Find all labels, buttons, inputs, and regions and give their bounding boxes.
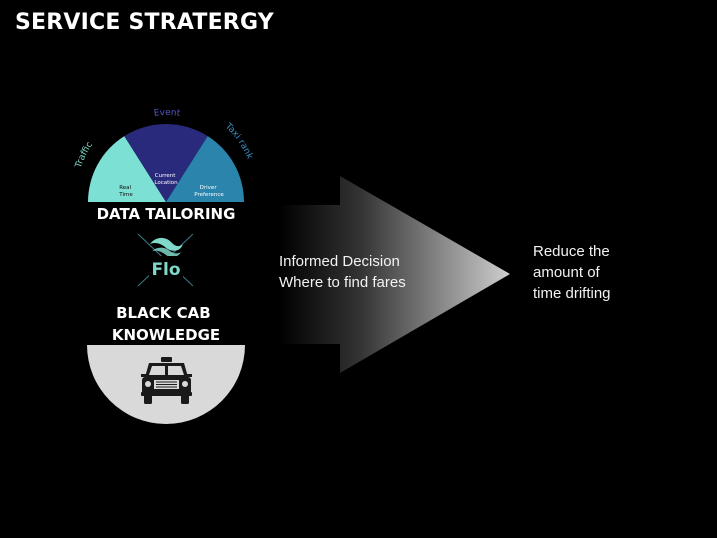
arc-label-traffic-path: Traffic: [74, 140, 95, 170]
decision-line-1: Informed Decision: [279, 253, 400, 270]
arc-label-event-path: Event: [153, 108, 181, 119]
outcome-line-1: Reduce the: [533, 243, 610, 260]
gauge-label-driver-preference-line2: Preference: [194, 192, 224, 198]
data-tailoring-caption: DATA TAILORING: [97, 205, 236, 223]
gauge-segment-driver-preference: [166, 136, 244, 202]
decision-arrow: [279, 176, 510, 373]
outcome-line-3: time drifting: [533, 285, 611, 302]
outcome-text: Reduce the amount of time drifting: [533, 241, 653, 304]
gauge-label-driver-preference-line1: Driver: [200, 185, 218, 191]
arc-label-event: Event: [153, 108, 181, 119]
gauge-segment-real-time: [88, 136, 166, 202]
gauge-label-driver-preference: Driver Preference: [194, 185, 224, 198]
data-tailoring-gauge: Real Time Current Location Driver Prefer…: [74, 108, 255, 223]
gauge-label-current-location: Current Location: [154, 173, 178, 186]
page-title: SERVICE STRATERGY: [15, 10, 274, 35]
taxi-icon: [141, 357, 192, 404]
gauge-label-real-time: Real Time: [118, 185, 133, 198]
gauge-label-real-time-line2: Time: [118, 192, 133, 198]
black-cab-knowledge-title: BLACK CAB KNOWLEDGE: [112, 304, 220, 344]
decision-line-2: Where to find fares: [279, 274, 406, 291]
arc-label-traffic: Traffic: [74, 140, 95, 170]
flo-logo: Flo: [137, 233, 194, 287]
gauge-segment-current-location: [124, 124, 208, 202]
wave-icon: [150, 237, 183, 251]
decision-text: Informed Decision Where to find fares: [279, 251, 439, 293]
gauge-label-current-location-line1: Current: [155, 173, 177, 179]
gauge-label-current-location-line2: Location: [154, 180, 178, 186]
knowledge-line: KNOWLEDGE: [112, 326, 220, 344]
flo-logo-text: Flo: [151, 260, 180, 280]
gauge-label-real-time-line1: Real: [119, 185, 131, 191]
outcome-line-2: amount of: [533, 264, 600, 281]
black-cab-line: BLACK CAB: [116, 304, 211, 322]
